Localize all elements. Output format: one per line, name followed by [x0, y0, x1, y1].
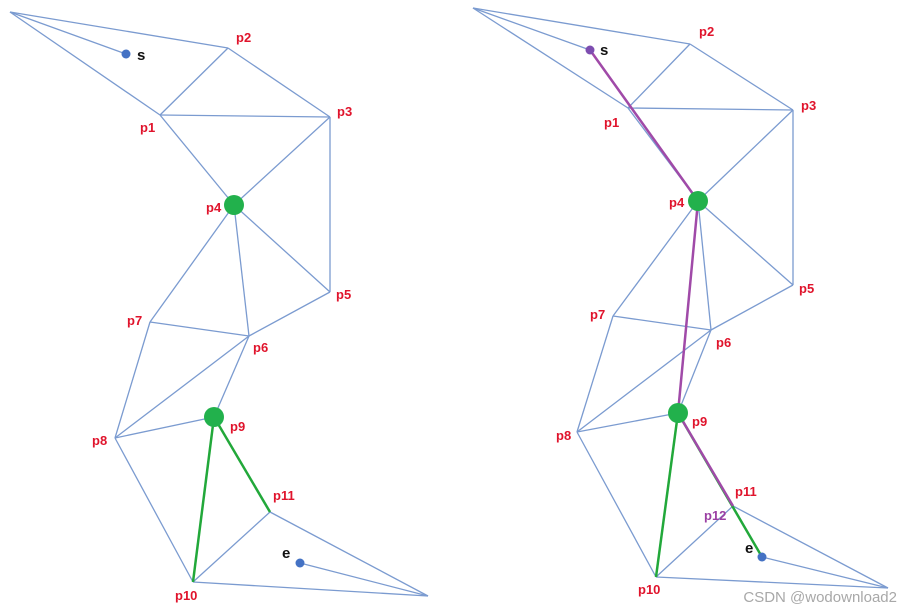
label-p2-right: p2: [699, 24, 714, 39]
edge: [159, 47, 229, 116]
edge: [9, 11, 161, 116]
edge: [472, 7, 691, 45]
start-point-right: [585, 45, 595, 55]
label-p4-left: p4: [206, 200, 222, 215]
edge: [114, 416, 215, 439]
label-p6-left: p6: [253, 340, 268, 355]
edge: [159, 114, 235, 206]
edge: [149, 204, 235, 323]
label-e-right: e: [745, 540, 753, 557]
edge: [227, 47, 331, 118]
edge: [472, 7, 591, 51]
edge: [576, 412, 679, 433]
edge: [697, 109, 794, 202]
edge: [159, 114, 331, 118]
label-p9-left: p9: [230, 419, 245, 434]
node-p9-right: [668, 403, 688, 423]
end-point-right: [757, 552, 767, 562]
edge: [299, 562, 429, 597]
watermark: CSDN @wodownload2: [743, 589, 897, 606]
label-p8-left: p8: [92, 433, 107, 448]
edge: [677, 329, 712, 414]
edge: [9, 11, 229, 49]
label-p1-right: p1: [604, 115, 619, 130]
edge: [233, 204, 331, 293]
label-p4-right: p4: [669, 195, 685, 210]
edge: [732, 505, 889, 589]
label-s-left: s: [137, 47, 145, 64]
edge: [612, 200, 699, 317]
label-p11-left: p11: [273, 488, 295, 503]
edge: [689, 43, 794, 111]
left-path-green: [191, 416, 272, 583]
label-p5-right: p5: [799, 281, 814, 296]
label-p6-right: p6: [716, 335, 731, 350]
edge: [472, 7, 629, 109]
right-panel: s e p1 p2 p3 p4 p5 p6 p7 p8 p9 p10 p11 p…: [472, 7, 889, 597]
edge: [114, 437, 194, 583]
label-e-left: e: [282, 545, 290, 562]
edge: [9, 11, 127, 55]
edge: [576, 329, 712, 433]
label-p1-left: p1: [140, 120, 155, 135]
left-mesh-edges: [9, 11, 429, 597]
edge: [233, 204, 250, 337]
smoothed-path: [588, 49, 735, 507]
edge: [213, 335, 250, 418]
right-mesh-edges: [472, 7, 889, 589]
label-p7-left: p7: [127, 313, 142, 328]
edge: [697, 200, 712, 331]
edge: [192, 581, 429, 597]
edge: [576, 315, 614, 433]
label-p9-right: p9: [692, 414, 707, 429]
edge: [612, 315, 712, 331]
edge: [710, 284, 794, 331]
label-p7-right: p7: [590, 307, 605, 322]
label-p10-right: p10: [638, 582, 660, 597]
edge: [233, 116, 331, 206]
path-segment: [191, 416, 216, 583]
edge: [114, 321, 151, 439]
node-p9-left: [204, 407, 224, 427]
label-p10-left: p10: [175, 588, 197, 603]
left-panel: s e p1 p2 p3 p4 p5 p6 p7 p8 p9 p10 p11: [9, 11, 429, 603]
right-path-purple: [588, 49, 735, 507]
edge: [149, 321, 250, 337]
edge: [761, 556, 889, 589]
edge: [269, 511, 429, 597]
start-point-left: [121, 49, 131, 59]
edge: [192, 511, 271, 583]
label-p8-right: p8: [556, 428, 571, 443]
label-p3-right: p3: [801, 98, 816, 113]
label-p3-left: p3: [337, 104, 352, 119]
edge: [248, 291, 331, 337]
label-p11-right: p11: [735, 484, 757, 499]
node-p4-left: [224, 195, 244, 215]
label-p5-left: p5: [336, 287, 351, 302]
label-p12-right: p12: [704, 508, 726, 523]
edge: [627, 43, 691, 109]
edge: [576, 431, 657, 578]
end-point-left: [295, 558, 305, 568]
edge: [114, 335, 250, 439]
edge: [655, 505, 734, 578]
path-segment: [654, 412, 680, 578]
label-p2-left: p2: [236, 30, 251, 45]
node-p4-right: [688, 191, 708, 211]
path-segment: [212, 416, 272, 513]
label-s-right: s: [600, 42, 608, 59]
edge: [655, 576, 889, 589]
edge: [697, 200, 794, 286]
edge: [627, 107, 794, 111]
